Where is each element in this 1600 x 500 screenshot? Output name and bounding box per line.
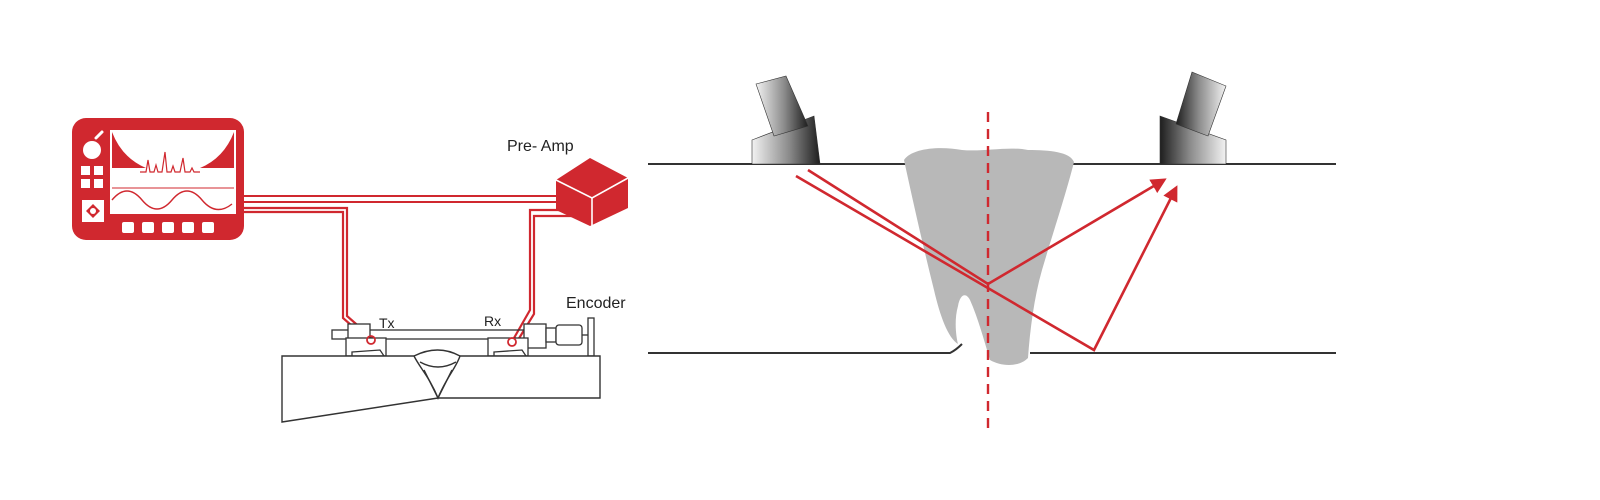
cable-to-preamp bbox=[244, 195, 566, 203]
dpad-icon bbox=[82, 200, 104, 222]
angle-probe-icon bbox=[751, 75, 821, 165]
tx-probe-icon bbox=[366, 335, 376, 345]
softkey-icon bbox=[202, 222, 214, 233]
softkey-icon bbox=[122, 222, 134, 233]
lateral-diffracted-beam bbox=[807, 168, 1167, 286]
test-piece bbox=[281, 349, 601, 423]
rf-waveform bbox=[111, 190, 233, 211]
cable-tx bbox=[244, 206, 373, 341]
tx-label: Tx bbox=[379, 315, 395, 331]
screen-gate-left bbox=[112, 132, 146, 168]
key-icon bbox=[81, 166, 90, 175]
softkey-icon bbox=[182, 222, 194, 233]
plate-back-wall-left bbox=[648, 343, 963, 354]
tofd-setup: Pre- Amp Tx Rx Encoder bbox=[72, 118, 629, 423]
pre-amp-label: Pre- Amp bbox=[507, 138, 574, 155]
key-icon bbox=[81, 179, 90, 188]
cable-rx bbox=[513, 208, 574, 341]
ultrasonic-beam-paths bbox=[795, 168, 1178, 352]
screen-gate-right bbox=[200, 132, 234, 168]
rx-probe-icon bbox=[507, 337, 517, 347]
weld-cross-section bbox=[648, 71, 1336, 428]
rx-label: Rx bbox=[484, 313, 501, 329]
encoder-icon bbox=[555, 324, 583, 346]
softkey-icon bbox=[162, 222, 174, 233]
softkey-icon bbox=[142, 222, 154, 233]
key-icon bbox=[94, 166, 103, 175]
encoder-label: Encoder bbox=[566, 295, 626, 312]
angle-probe-icon bbox=[1159, 71, 1227, 165]
ascan-trace bbox=[140, 151, 200, 173]
power-knob-icon bbox=[83, 141, 101, 159]
pre-amp-box-icon bbox=[555, 158, 629, 226]
key-icon bbox=[94, 179, 103, 188]
back-wall-beam bbox=[795, 174, 1178, 352]
flaw-detector-icon bbox=[72, 118, 244, 240]
